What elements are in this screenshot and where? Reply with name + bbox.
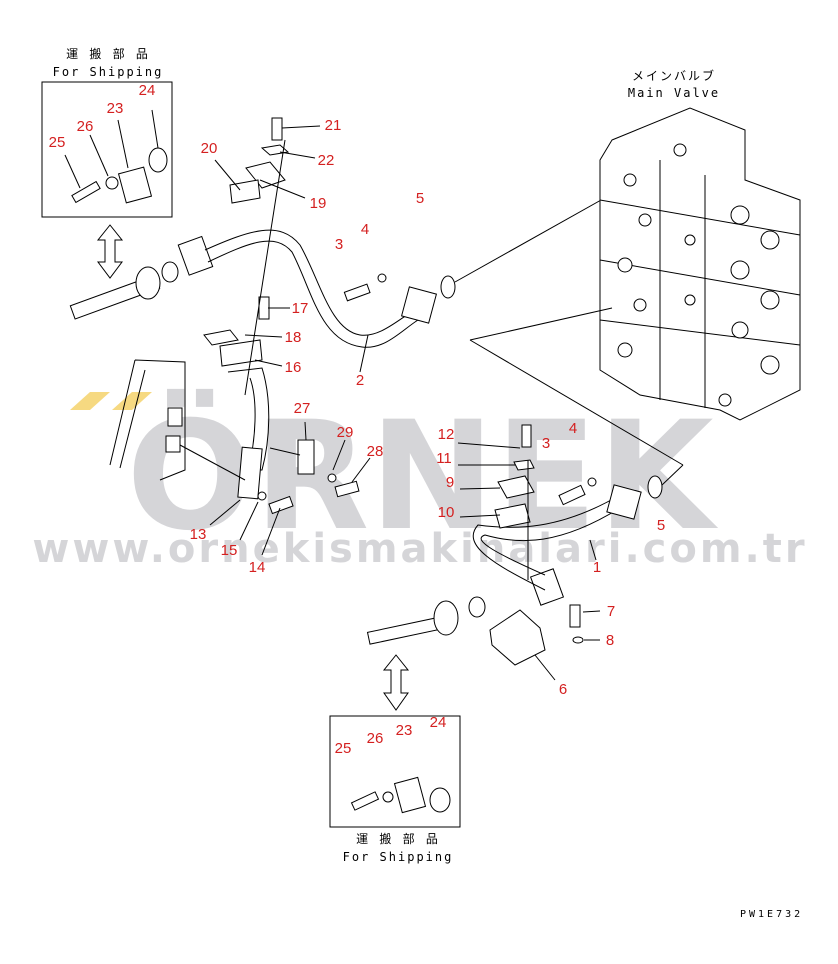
callout-12: 12: [438, 426, 455, 443]
callout-25: 25: [335, 740, 352, 757]
callout-27: 27: [294, 400, 311, 417]
shipping-title-jp: 運 搬 部 品: [356, 831, 440, 846]
drawing-code: PW1E732: [740, 909, 803, 920]
shipping-box-top: 運 搬 部 品 For Shipping 24 23 26 25: [41, 46, 173, 218]
callout-14: 14: [249, 559, 266, 576]
watermark-accent: [70, 392, 110, 410]
callout-24: 24: [430, 714, 447, 731]
callout-24: 24: [139, 82, 156, 99]
callout-26: 26: [77, 118, 94, 135]
watermark-brand: ÖRNEK: [126, 388, 718, 564]
part-callouts: 21 22 20 19 5 3 4 17 18 16 2 27 29 28 12…: [190, 117, 666, 698]
callout-13: 13: [190, 526, 207, 543]
double-arrow-icon: [96, 224, 124, 279]
callout-10: 10: [438, 504, 455, 521]
callout-5: 5: [416, 190, 424, 207]
callout-19: 19: [310, 195, 327, 212]
shipping-title-en: For Shipping: [53, 65, 164, 79]
pipe-1-assembly: [366, 424, 663, 681]
callout-15: 15: [221, 542, 238, 559]
callout-3: 3: [335, 236, 343, 253]
callout-4: 4: [361, 221, 369, 238]
callout-8: 8: [606, 632, 614, 649]
main-valve: メインバルブ Main Valve: [469, 68, 801, 486]
shipping-title-jp: 運 搬 部 品: [66, 46, 150, 61]
callout-23: 23: [107, 100, 124, 117]
bracket-plate: [109, 359, 371, 556]
callout-20: 20: [201, 140, 218, 157]
callout-4: 4: [569, 420, 577, 437]
callout-22: 22: [318, 152, 335, 169]
callout-7: 7: [607, 603, 615, 620]
double-arrow-icon: [382, 654, 410, 711]
callout-16: 16: [285, 359, 302, 376]
callout-28: 28: [367, 443, 384, 460]
shipping-box-bottom: 24 23 26 25 運 搬 部 品 For Shipping: [329, 714, 461, 864]
callout-29: 29: [337, 424, 354, 441]
callout-5: 5: [657, 517, 665, 534]
callout-9: 9: [446, 474, 454, 491]
callout-17: 17: [292, 300, 309, 317]
callout-18: 18: [285, 329, 302, 346]
shipping-title-en: For Shipping: [343, 850, 454, 864]
callout-2: 2: [356, 372, 364, 389]
callout-1: 1: [593, 559, 601, 576]
callout-3: 3: [542, 435, 550, 452]
main-valve-title-jp: メインバルブ: [632, 68, 716, 83]
watermark-accent: [112, 392, 152, 410]
callout-23: 23: [396, 722, 413, 739]
callout-26: 26: [367, 730, 384, 747]
watermark-url: www.ornekismakinalari.com.tr: [32, 526, 807, 572]
callout-21: 21: [325, 117, 342, 134]
main-valve-title-en: Main Valve: [628, 86, 720, 100]
callout-11: 11: [436, 450, 452, 467]
watermark: ÖRNEK www.ornekismakinalari.com.tr: [32, 388, 807, 572]
callout-6: 6: [559, 681, 567, 698]
pipe-2-assembly: [69, 117, 611, 500]
callout-25: 25: [49, 134, 66, 151]
